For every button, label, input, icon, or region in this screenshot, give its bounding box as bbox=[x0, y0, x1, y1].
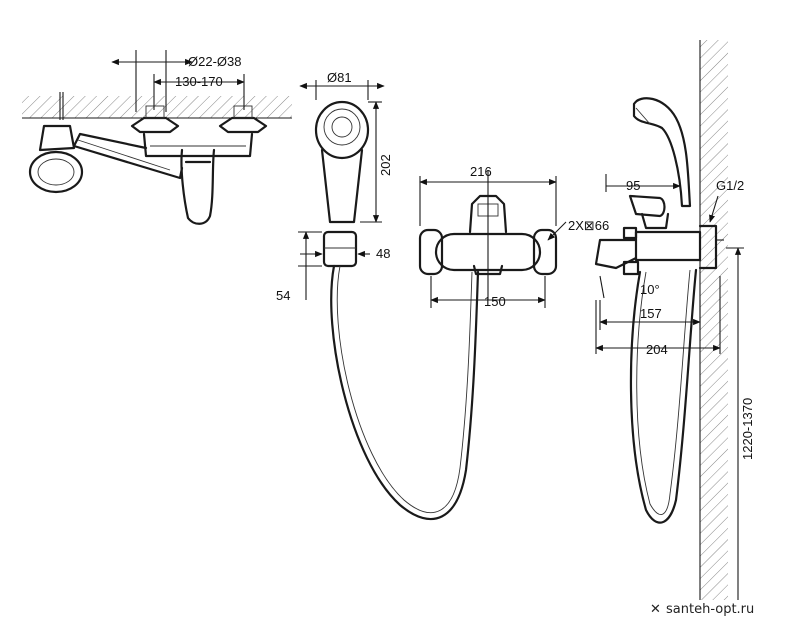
dim-nut-label: 2X⊠66 bbox=[568, 218, 609, 233]
side-view: 95 G1/2 10° 157 204 1220-1370 bbox=[594, 40, 755, 600]
dim-supply-diameter: Ø22-Ø38 bbox=[188, 54, 241, 69]
dim-spout-angle: 10° bbox=[640, 282, 660, 297]
right-nut bbox=[532, 228, 558, 276]
dim-body-width: 216 bbox=[470, 164, 492, 179]
dim-lever-reach: 95 bbox=[626, 178, 640, 193]
handset-head bbox=[314, 100, 370, 160]
dim-spout-reach: 157 bbox=[640, 306, 662, 321]
front-view: 216 150 2X⊠66 bbox=[418, 164, 609, 309]
lever-side bbox=[628, 194, 666, 218]
right-flange bbox=[218, 116, 268, 134]
shower-head-top bbox=[28, 150, 84, 194]
dim-inlet-spacing: 130-170 bbox=[175, 74, 223, 89]
left-flange bbox=[130, 116, 180, 134]
mixer-body-side bbox=[634, 230, 702, 262]
left-nut bbox=[418, 228, 444, 276]
side-hose bbox=[629, 268, 698, 524]
dim-holder-width: 48 bbox=[376, 246, 390, 261]
dim-wall-height: 1220-1370 bbox=[740, 398, 755, 460]
mixer-body-top bbox=[142, 132, 254, 158]
top-wall-hatch bbox=[22, 96, 292, 118]
shower-hose bbox=[330, 264, 480, 521]
dim-outlet-width: 150 bbox=[484, 294, 506, 309]
spout-side bbox=[594, 238, 638, 270]
top-view: Ø22-Ø38 130-170 bbox=[22, 50, 292, 225]
shower-head-side bbox=[632, 97, 692, 208]
lever-top bbox=[180, 148, 216, 225]
dim-holder-height: 54 bbox=[276, 288, 290, 303]
dim-handset-length: 202 bbox=[378, 154, 393, 176]
side-wall-hatch bbox=[700, 40, 728, 600]
watermark-text: santeh-opt.ru bbox=[666, 602, 754, 617]
dim-thread: G1/2 bbox=[716, 178, 744, 193]
watermark: ✕ santeh-opt.ru bbox=[650, 602, 754, 617]
dim-total-depth: 204 bbox=[646, 342, 668, 357]
dim-head-diameter: Ø81 bbox=[327, 70, 352, 85]
wall-holder bbox=[322, 230, 358, 268]
handset-handle bbox=[320, 148, 364, 224]
cross-star-icon: ✕ bbox=[650, 602, 661, 617]
handset-view: Ø81 202 48 54 bbox=[276, 70, 480, 521]
